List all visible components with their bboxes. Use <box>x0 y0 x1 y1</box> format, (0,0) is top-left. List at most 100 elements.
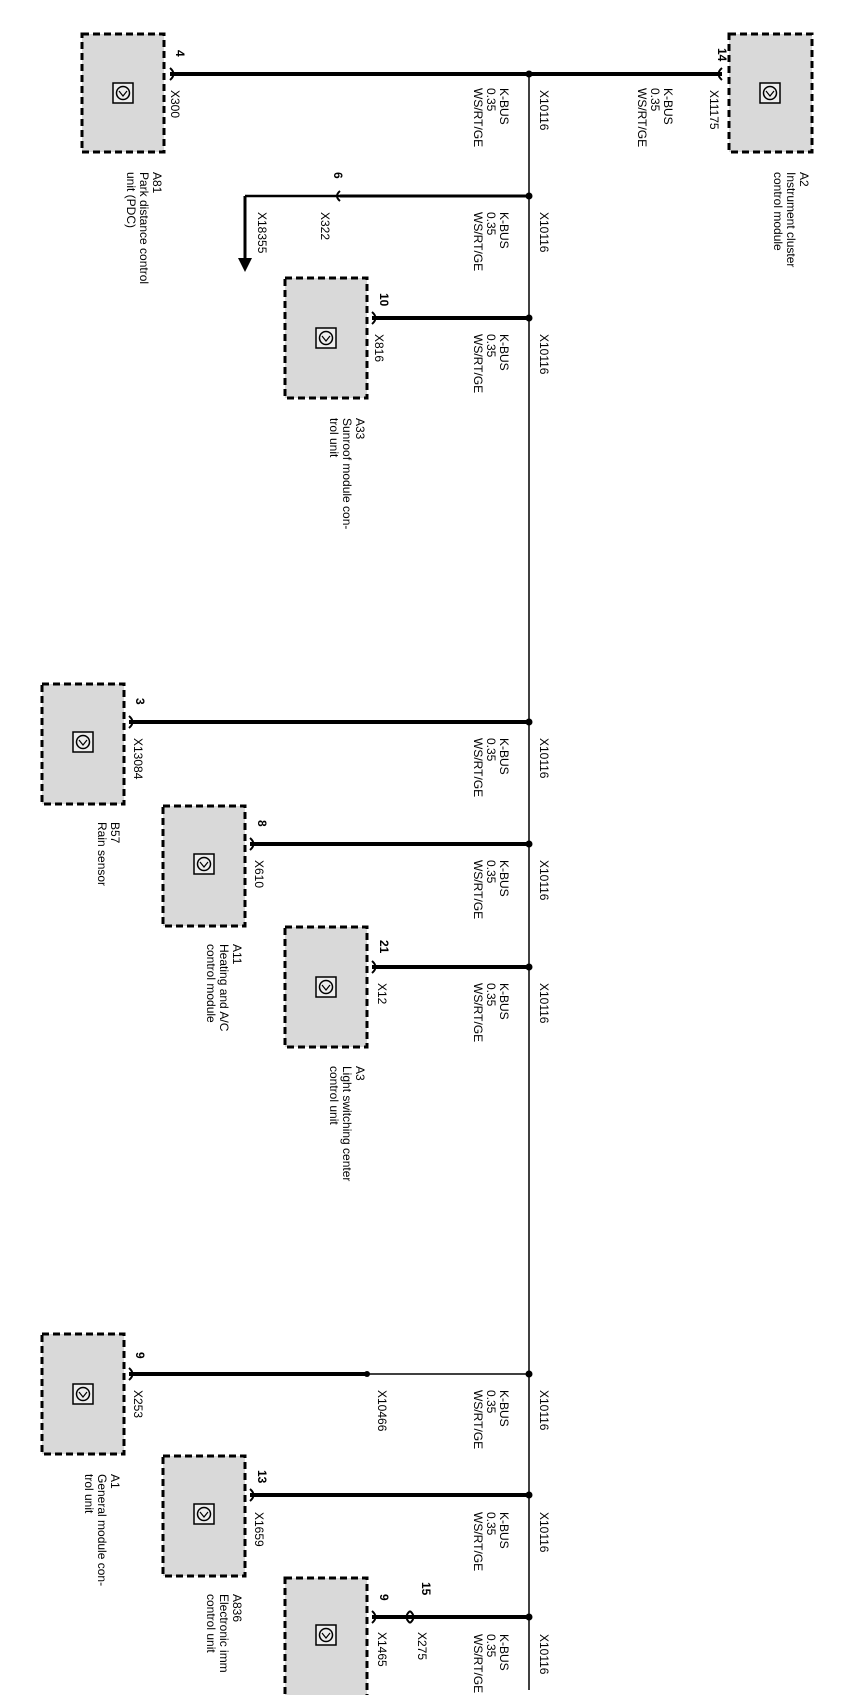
control-unit-icon <box>112 82 134 104</box>
wire-gauge: 0.35 <box>484 1634 498 1658</box>
module-a33: 10 X816 A33 Sunroof module con- trol uni… <box>283 276 529 529</box>
pin-label: 4 <box>173 50 187 57</box>
wire-gauge: 0.35 <box>484 860 498 884</box>
control-unit-icon <box>193 853 215 875</box>
wire-gauge: 0.35 <box>484 88 498 112</box>
wire-color: WS/RT/GE <box>471 983 485 1042</box>
connector-label: X11175 <box>707 90 721 130</box>
module-id: A3 <box>353 1066 367 1081</box>
module-name: control module <box>204 944 218 1023</box>
bus-connector-label: X10116 <box>537 738 551 779</box>
pin-label: 10 <box>377 293 391 307</box>
connector-label: X13084 <box>131 738 145 780</box>
bus-junctions: X10116 K-BUS 0.35 WS/RT/GE X10116 K-BUS … <box>471 88 551 1693</box>
wire-name: K-BUS <box>497 212 511 249</box>
splice-connector-label: X10466 <box>375 1390 389 1432</box>
pin-label: 13 <box>255 1470 269 1484</box>
module-id: A836 <box>230 1594 244 1622</box>
module-name: Electronic imm <box>217 1594 231 1673</box>
wire-name: K-BUS <box>661 88 675 125</box>
module-name: control unit <box>204 1594 218 1653</box>
wire-name: K-BUS <box>497 334 511 371</box>
pin-label: 6 <box>331 172 345 179</box>
wire-name: K-BUS <box>497 860 511 897</box>
wire-name: K-BUS <box>497 983 511 1020</box>
wire-gauge: 0.35 <box>484 983 498 1007</box>
module-b57: 3 X13084 B57 Rain sensor <box>40 682 529 886</box>
offpage-ref: X18355 <box>255 212 269 254</box>
control-unit-icon <box>315 327 337 349</box>
splice-dot <box>364 1371 370 1377</box>
module-name: trol unit <box>82 1474 96 1514</box>
module-name: Heating and A/C <box>217 944 231 1032</box>
wire-gauge: 0.35 <box>484 1390 498 1414</box>
module-a1: 9 X253 X10466 A1 General module con- tro… <box>40 1332 529 1586</box>
bus-connector-label: X10116 <box>537 212 551 253</box>
control-unit-icon <box>315 1624 337 1646</box>
module-name: Park distance control <box>137 172 151 284</box>
wire-color: WS/RT/GE <box>471 1634 485 1693</box>
module-a11: 8 X610 A11 Heating and A/C control modul… <box>161 804 529 1032</box>
control-unit-icon <box>72 1383 94 1405</box>
module-name: Light switching center <box>340 1066 354 1181</box>
module-name: Instrument cluster <box>784 172 798 267</box>
connector-label: X300 <box>168 90 182 118</box>
wire-color: WS/RT/GE <box>471 88 485 147</box>
wire-gauge: 0.35 <box>484 1512 498 1536</box>
wire-color: WS/RT/GE <box>471 738 485 797</box>
module-name: unit (PDC) <box>124 172 138 228</box>
wire-color: WS/RT/GE <box>471 334 485 393</box>
module-a81: 4 X300 A81 Park distance control unit (P… <box>80 32 529 284</box>
offpage-branch: 6 X322 X18355 <box>238 172 529 272</box>
pin-label: 21 <box>377 940 391 954</box>
inline-connector-label: X275 <box>415 1632 429 1660</box>
module-name: control unit <box>327 1066 341 1125</box>
module-name: trol unit <box>327 418 341 458</box>
pin-label: 9 <box>377 1594 391 1601</box>
module-name: Rain sensor <box>95 822 109 886</box>
wire-color: WS/RT/GE <box>635 88 649 147</box>
module-id: A81 <box>150 172 164 194</box>
sensor-icon <box>72 731 94 753</box>
module-a2: 14 X11175 K-BUS 0.35 WS/RT/GE A2 Instrum… <box>525 32 814 267</box>
wire-gauge: 0.35 <box>484 212 498 236</box>
bus-connector-label: X10116 <box>537 334 551 375</box>
bus-connector-label: X10116 <box>537 1634 551 1675</box>
bus-connector-label: X10116 <box>537 1512 551 1553</box>
connector-label: X610 <box>252 860 266 888</box>
module-id: A2 <box>797 172 811 187</box>
control-unit-icon <box>759 82 781 104</box>
module-partial: 9 X1465 15 X275 <box>283 1576 529 1695</box>
wire-color: WS/RT/GE <box>471 212 485 271</box>
module-a836: 13 X1659 A836 Electronic imm control uni… <box>161 1454 529 1673</box>
wire-name: K-BUS <box>497 738 511 775</box>
wire-color: WS/RT/GE <box>471 860 485 919</box>
bus-connector-label: X10116 <box>537 860 551 901</box>
pin-label: 3 <box>133 698 147 705</box>
wire-name: K-BUS <box>497 1512 511 1549</box>
connector-label: X1659 <box>252 1512 266 1547</box>
connector-label: X1465 <box>375 1632 389 1667</box>
connector-label: X816 <box>372 334 386 362</box>
module-id: A33 <box>353 418 367 440</box>
control-unit-icon <box>193 1503 215 1525</box>
connector-label: X12 <box>375 983 389 1005</box>
pin-label: 9 <box>133 1352 147 1359</box>
wire-name: K-BUS <box>497 1634 511 1671</box>
module-id: A11 <box>230 944 244 965</box>
module-name: control module <box>771 172 785 251</box>
module-name: General module con- <box>95 1474 109 1586</box>
bus-connector-label: X10116 <box>537 1390 551 1431</box>
module-name: Sunroof module con- <box>340 418 354 529</box>
control-unit-icon <box>315 976 337 998</box>
bus-connector-label: X10116 <box>537 90 551 131</box>
connector-label: X322 <box>318 212 332 240</box>
wire-gauge: 0.35 <box>484 334 498 358</box>
wire-color: WS/RT/GE <box>471 1390 485 1449</box>
module-id: B57 <box>108 822 122 844</box>
module-id: A1 <box>108 1474 122 1489</box>
pin-label: 8 <box>255 820 269 827</box>
bus-connector-label: X10116 <box>537 983 551 1024</box>
inline-pin-label: 15 <box>419 1582 433 1596</box>
